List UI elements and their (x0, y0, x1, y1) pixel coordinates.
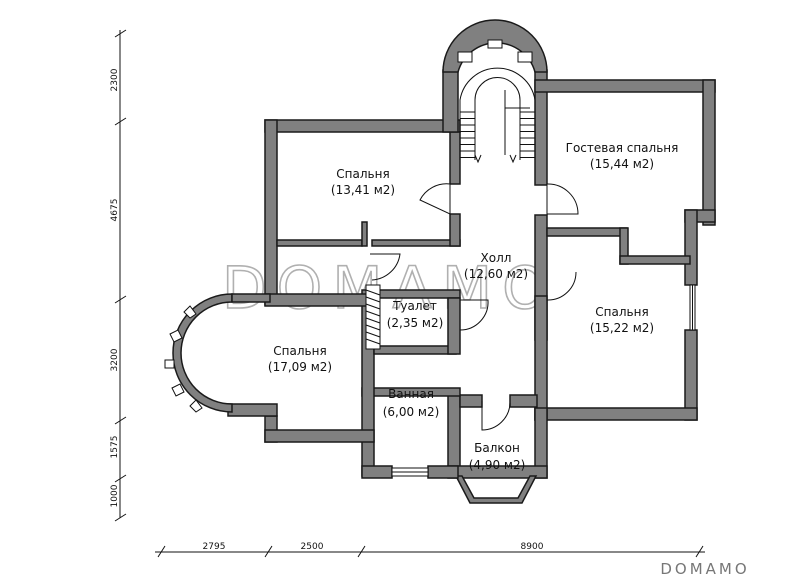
room-area: (4,90 м2) (469, 458, 526, 472)
room-name: Ванная (388, 387, 434, 401)
room-area: (6,00 м2) (383, 405, 440, 419)
stair-tower-windows (457, 39, 533, 63)
room-labels: Спальня (13,41 м2) Гостевая спальня (15,… (268, 141, 678, 472)
room-area: (15,22 м2) (590, 321, 654, 335)
windows (391, 284, 696, 477)
room-area: (15,44 м2) (590, 157, 654, 171)
room-area: (12,60 м2) (464, 267, 528, 281)
dimension-label: 1575 (110, 436, 120, 459)
dimension-label: 1000 (110, 484, 120, 507)
room-name: Спальня (595, 305, 648, 319)
brand-logo: DOMAMO (660, 560, 749, 578)
room-name: Гостевая спальня (566, 141, 679, 155)
room-name: Туалет (392, 299, 437, 313)
room-name: Спальня (336, 167, 389, 181)
dimension-label: 3200 (110, 348, 120, 371)
dimension-label: 2795 (203, 542, 226, 552)
room-area: (13,41 м2) (331, 183, 395, 197)
room-area: (17,09 м2) (268, 360, 332, 374)
doors (370, 183, 579, 431)
bottom-dimensions: 2795 2500 8900 (155, 542, 705, 558)
walls (172, 19, 716, 504)
staircase (459, 67, 536, 164)
room-name: Балкон (474, 441, 520, 455)
dimension-label: 2300 (110, 68, 120, 91)
dimension-label: 8900 (521, 542, 544, 552)
dimension-label: 4675 (110, 199, 120, 222)
room-name: Спальня (273, 344, 326, 358)
bay-window (164, 305, 203, 413)
vent-shaft (365, 284, 381, 350)
room-area: (2,35 м2) (387, 316, 444, 330)
left-dimensions: 2300 4675 3200 1575 1000 (110, 29, 127, 522)
dimension-label: 2500 (301, 542, 324, 552)
room-name: Холл (481, 251, 512, 265)
